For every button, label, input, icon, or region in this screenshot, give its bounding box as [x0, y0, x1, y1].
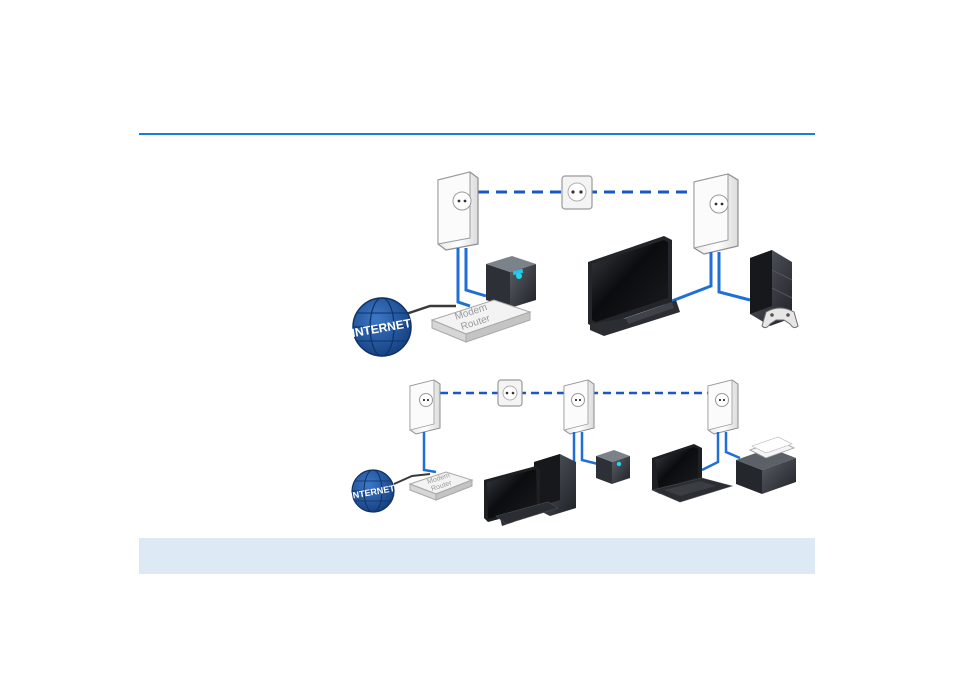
ethernet-cables-left	[456, 248, 487, 308]
printer	[736, 436, 796, 494]
game-controller-icon	[761, 307, 799, 329]
header-rule	[139, 133, 815, 135]
powerline-adapter-3	[707, 379, 739, 435]
wall-socket	[561, 175, 593, 210]
laptop	[651, 444, 734, 503]
internet-globe-icon: INTERNET	[349, 469, 396, 513]
flat-screen-tv	[588, 236, 680, 336]
diagram-bottom: Modem Router INTERNET	[349, 379, 796, 526]
modem-router: Modem Router	[430, 299, 532, 343]
network-storage-box	[486, 256, 536, 308]
powerline-adapter-left	[437, 171, 479, 251]
diagram-top: Modem Router INTERNET	[351, 171, 799, 357]
ethernet-cables-right	[663, 252, 751, 306]
internet-cable	[393, 473, 431, 485]
modem-router: Modem Router	[408, 471, 474, 501]
powerline-adapter-1	[409, 379, 441, 435]
game-console	[750, 250, 793, 326]
internet-globe-icon: INTERNET	[351, 297, 413, 357]
desktop-computer	[484, 454, 576, 526]
internet-cable	[399, 304, 456, 318]
powerline-adapter-right	[693, 173, 739, 255]
network-storage-box	[596, 450, 630, 484]
note-bar	[139, 538, 815, 574]
wall-socket	[497, 379, 523, 407]
powerline-adapter-2	[563, 379, 595, 435]
